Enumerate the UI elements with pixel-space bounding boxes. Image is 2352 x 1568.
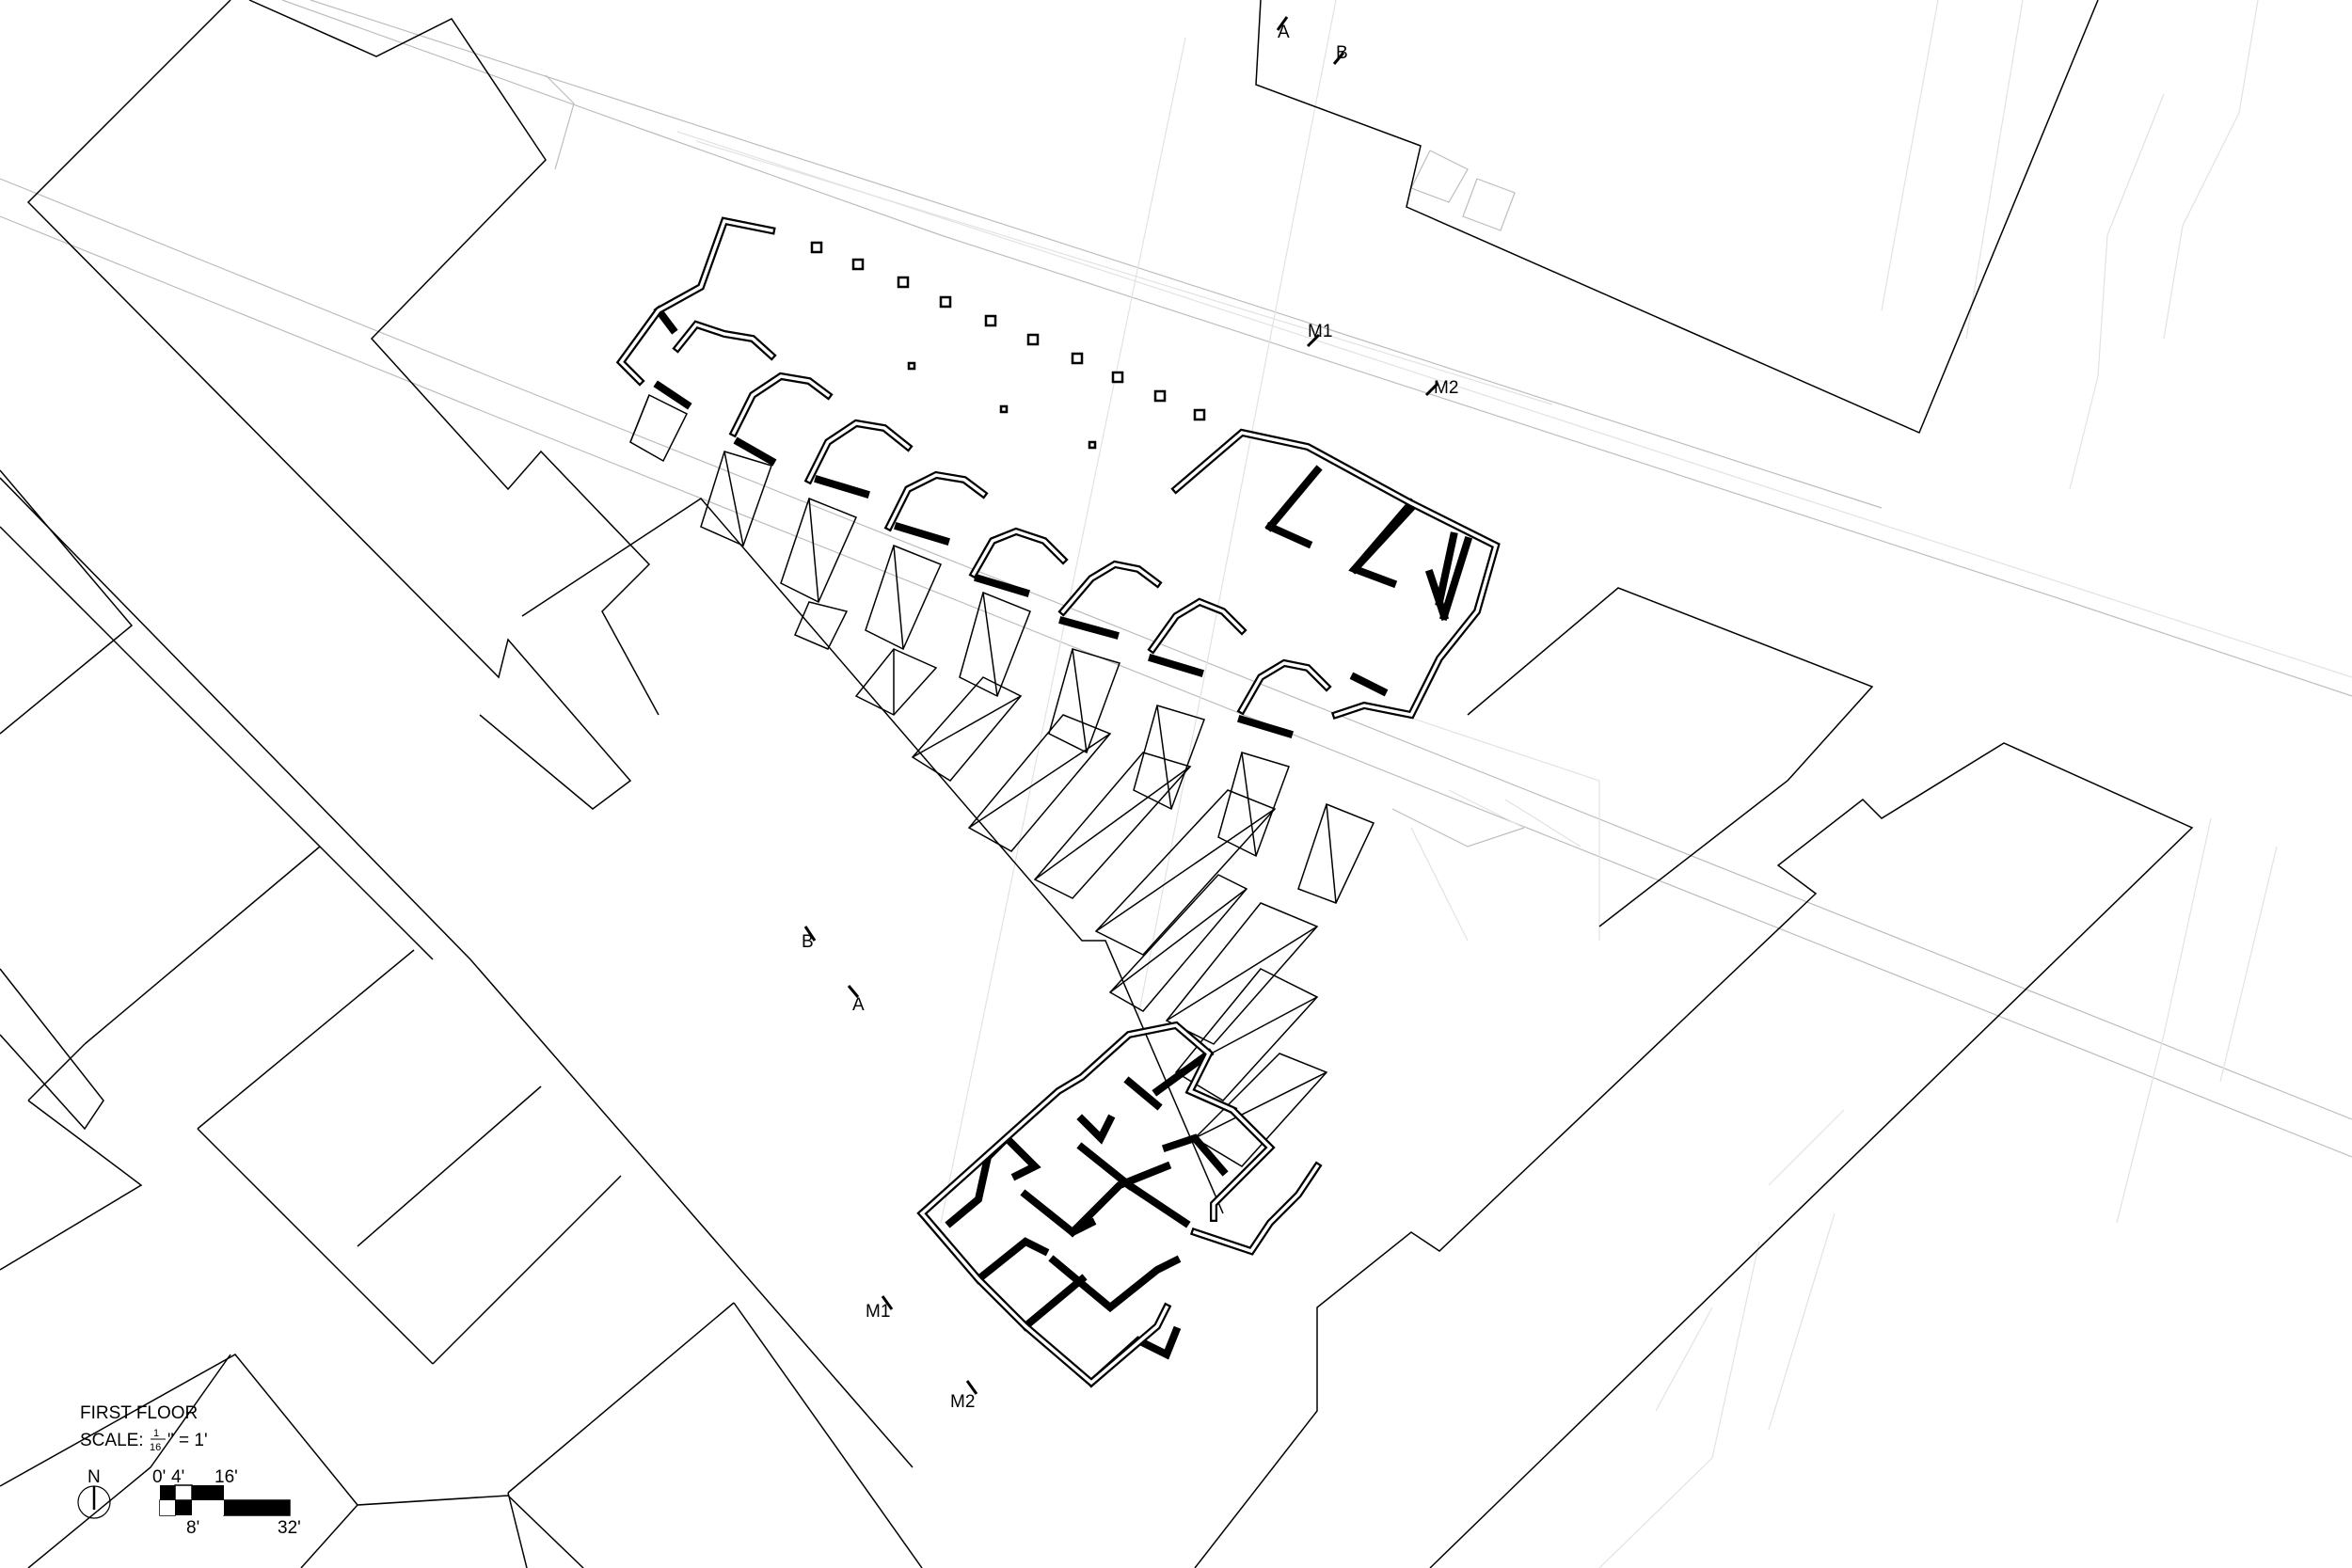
section-marker-m2-top: M2	[1434, 378, 1458, 398]
arcade-columns	[810, 241, 1206, 450]
section-marker-m2-bottom: M2	[950, 1392, 975, 1412]
section-marker-b-bottom: B	[802, 932, 814, 952]
north-arrow: N	[77, 1467, 111, 1519]
section-marker-m1-bottom: M1	[866, 1302, 890, 1322]
building-walls-south-inner	[919, 1023, 1320, 1386]
site-buildings	[0, 0, 2194, 1568]
drawing-title: FIRST FLOOR	[80, 1403, 198, 1423]
scale-bar-label-8: 8'	[186, 1518, 199, 1538]
section-marker-b-top: B	[1336, 43, 1348, 63]
title-block: FIRST FLOOR SCALE: 1 16 " = 1'	[80, 1403, 208, 1453]
parking-stalls	[629, 393, 1375, 1167]
scale-bar-label-32: 32'	[278, 1518, 301, 1538]
scale-bar-label-4: 4'	[171, 1467, 184, 1487]
section-cut-lines	[803, 16, 1439, 1395]
scale-suffix: " = 1'	[167, 1431, 208, 1450]
scale-numerator: 1	[153, 1428, 159, 1439]
building-walls-south	[916, 1021, 1323, 1388]
scale-bar: 0' 4' 16' 8' 32'	[152, 1467, 301, 1538]
section-marker-a-top: A	[1278, 23, 1290, 42]
scale-denominator: 16	[150, 1442, 161, 1453]
section-marker-m1-top: M1	[1308, 322, 1332, 341]
scale-bar-label-0: 0'	[152, 1467, 166, 1487]
section-marker-a-bottom: A	[852, 995, 865, 1015]
scale-bar-label-16: 16'	[215, 1467, 238, 1487]
scale-prefix: SCALE:	[80, 1431, 144, 1450]
north-arrow-label: N	[87, 1467, 101, 1487]
section-labels: A B M1 M2 B A M1 M2	[802, 23, 1458, 1412]
building-walls-north-inner	[618, 218, 1499, 718]
